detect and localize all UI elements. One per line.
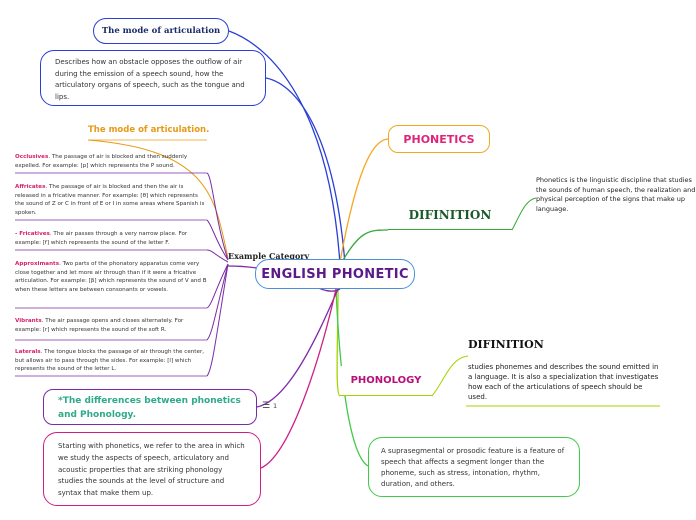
manner-item-fricatives[interactable]: - Fricatives. The air passes through a v… xyxy=(15,230,207,247)
articulation-title-node[interactable]: The mode of articulation xyxy=(93,18,229,44)
differences-node[interactable]: *The differences between phonetics and P… xyxy=(43,389,257,425)
manner-item-head: Laterals xyxy=(15,349,41,355)
central-topic-title: ENGLISH PHONETIC xyxy=(261,266,409,282)
manner-item-vibrants[interactable]: Vibrants. The air passage opens and clos… xyxy=(15,317,207,334)
manner-item-head: Affricates xyxy=(15,184,46,190)
manner-item-head: Occlusives xyxy=(15,154,49,160)
differences-title: *The differences between phonetics and P… xyxy=(58,396,241,420)
articulation-title: The mode of articulation xyxy=(101,26,221,36)
articulation-description-node[interactable]: Describes how an obstacle opposes the ou… xyxy=(40,50,266,106)
manner-item-text: . The air passage opens and closes alter… xyxy=(15,318,184,333)
manner-item-text: . Two parts of the phonatory apparatus c… xyxy=(15,261,207,293)
suprasegmental-text: A suprasegmental or prosodic feature is … xyxy=(381,447,565,488)
manner-item-text: . The passage of air is blocked and then… xyxy=(15,154,188,169)
phonetics-definition-title: DIFINITION xyxy=(408,207,492,222)
phonetics-node[interactable]: PHONETICS xyxy=(388,125,490,153)
phonetics-definition-node[interactable]: DIFINITION xyxy=(388,200,512,230)
phonology-definition-title[interactable]: DIFINITION xyxy=(468,338,544,351)
manner-item-occlusives[interactable]: Occlusives. The passage of air is blocke… xyxy=(15,153,207,170)
manner-item-affricates[interactable]: Affricates. The passage of air is blocke… xyxy=(15,183,207,217)
suprasegmental-node[interactable]: A suprasegmental or prosodic feature is … xyxy=(368,437,580,497)
central-topic-node[interactable]: ENGLISH PHONETIC xyxy=(255,259,415,289)
child-count: 1 xyxy=(273,402,278,410)
phonology-definition-text[interactable]: studies phonemes and describes the sound… xyxy=(468,363,659,401)
articulation-description: Describes how an obstacle opposes the ou… xyxy=(55,58,245,101)
differences-explanation: Starting with phonetics, we refer to the… xyxy=(58,442,245,498)
phonology-title: PHONOLOGY xyxy=(350,375,422,386)
example-category-node[interactable]: Example Category xyxy=(228,251,310,261)
manner-item-head: Vibrants xyxy=(15,318,42,324)
manner-item-head: - Fricatives xyxy=(15,231,50,237)
manner-item-laterals[interactable]: Laterals. The tongue blocks the passage … xyxy=(15,348,207,374)
manner-item-head: Approximants xyxy=(15,261,60,267)
phonetics-definition-text[interactable]: Phonetics is the linguistic discipline t… xyxy=(536,176,696,213)
manner-item-text: . The passage of air is blocked and then… xyxy=(15,184,205,216)
phonetics-title: PHONETICS xyxy=(403,132,475,146)
manner-item-approximants[interactable]: Approximants. Two parts of the phonatory… xyxy=(15,260,207,294)
manner-title[interactable]: The mode of articulation. xyxy=(88,125,210,135)
differences-explanation-node[interactable]: Starting with phonetics, we refer to the… xyxy=(43,432,261,506)
manner-item-text: . The tongue blocks the passage of air t… xyxy=(15,349,205,373)
phonology-node[interactable]: PHONOLOGY xyxy=(340,366,432,396)
list-icon[interactable]: ☰ xyxy=(262,401,271,411)
manner-item-text: . The air passes through a very narrow p… xyxy=(15,231,188,246)
